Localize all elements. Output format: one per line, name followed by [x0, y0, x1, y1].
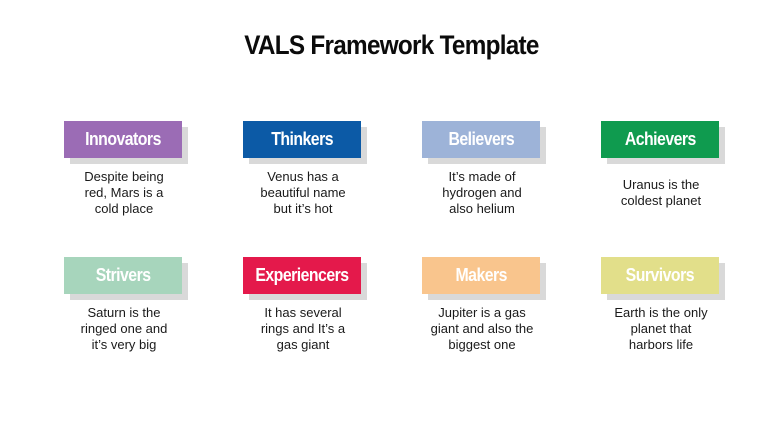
segment-card-innovators: Innovators Despite being red, Mars is a … [56, 121, 196, 217]
segment-name: Makers [455, 265, 507, 285]
segment-label: Makers [422, 257, 540, 294]
segment-card-makers: Makers Jupiter is a gas giant and also t… [414, 257, 554, 353]
segment-description: Saturn is the ringed one and it’s very b… [80, 305, 168, 352]
segment-name: Survivors [625, 265, 695, 285]
segment-description: Uranus is the coldest planet [620, 177, 702, 208]
segment-name: Innovators [85, 129, 161, 149]
segment-label: Experiencers [243, 257, 361, 294]
segment-name: Experiencers [255, 265, 349, 285]
page-title: VALS Framework Template [244, 30, 539, 60]
segment-description: It’s made of hydrogen and also helium [442, 169, 522, 216]
segment-name: Strivers [95, 265, 151, 285]
segment-card-experiencers: Experiencers It has several rings and It… [235, 257, 375, 353]
segment-label-box: Achievers [601, 121, 725, 165]
segment-name: Thinkers [271, 129, 333, 149]
segment-description: Despite being red, Mars is a cold place [84, 169, 164, 216]
segment-card-survivors: Survivors Earth is the only planet that … [593, 257, 733, 353]
segment-label: Thinkers [243, 121, 361, 158]
segment-label: Achievers [601, 121, 719, 158]
segment-name: Believers [448, 129, 514, 149]
segment-card-believers: Believers It’s made of hydrogen and also… [414, 121, 554, 217]
segment-label: Innovators [64, 121, 182, 158]
segment-card-achievers: Achievers Uranus is the coldest planet [593, 121, 733, 209]
segment-label: Strivers [64, 257, 182, 294]
segment-label: Believers [422, 121, 540, 158]
segment-description: Jupiter is a gas giant and also the bigg… [430, 305, 534, 352]
segment-card-strivers: Strivers Saturn is the ringed one and it… [56, 257, 196, 353]
segment-label-box: Experiencers [243, 257, 367, 301]
segment-label-box: Makers [422, 257, 546, 301]
segment-description: Earth is the only planet that harbors li… [614, 305, 708, 352]
segment-name: Achievers [624, 129, 697, 149]
segment-label: Survivors [601, 257, 719, 294]
segment-label-box: Believers [422, 121, 546, 165]
segment-card-thinkers: Thinkers Venus has a beautiful name but … [235, 121, 375, 217]
segment-label-box: Innovators [64, 121, 188, 165]
segment-label-box: Survivors [601, 257, 725, 301]
segment-label-box: Thinkers [243, 121, 367, 165]
segment-description: It has several rings and It’s a gas gian… [260, 305, 346, 352]
segment-label-box: Strivers [64, 257, 188, 301]
segment-description: Venus has a beautiful name but it’s hot [260, 169, 346, 216]
